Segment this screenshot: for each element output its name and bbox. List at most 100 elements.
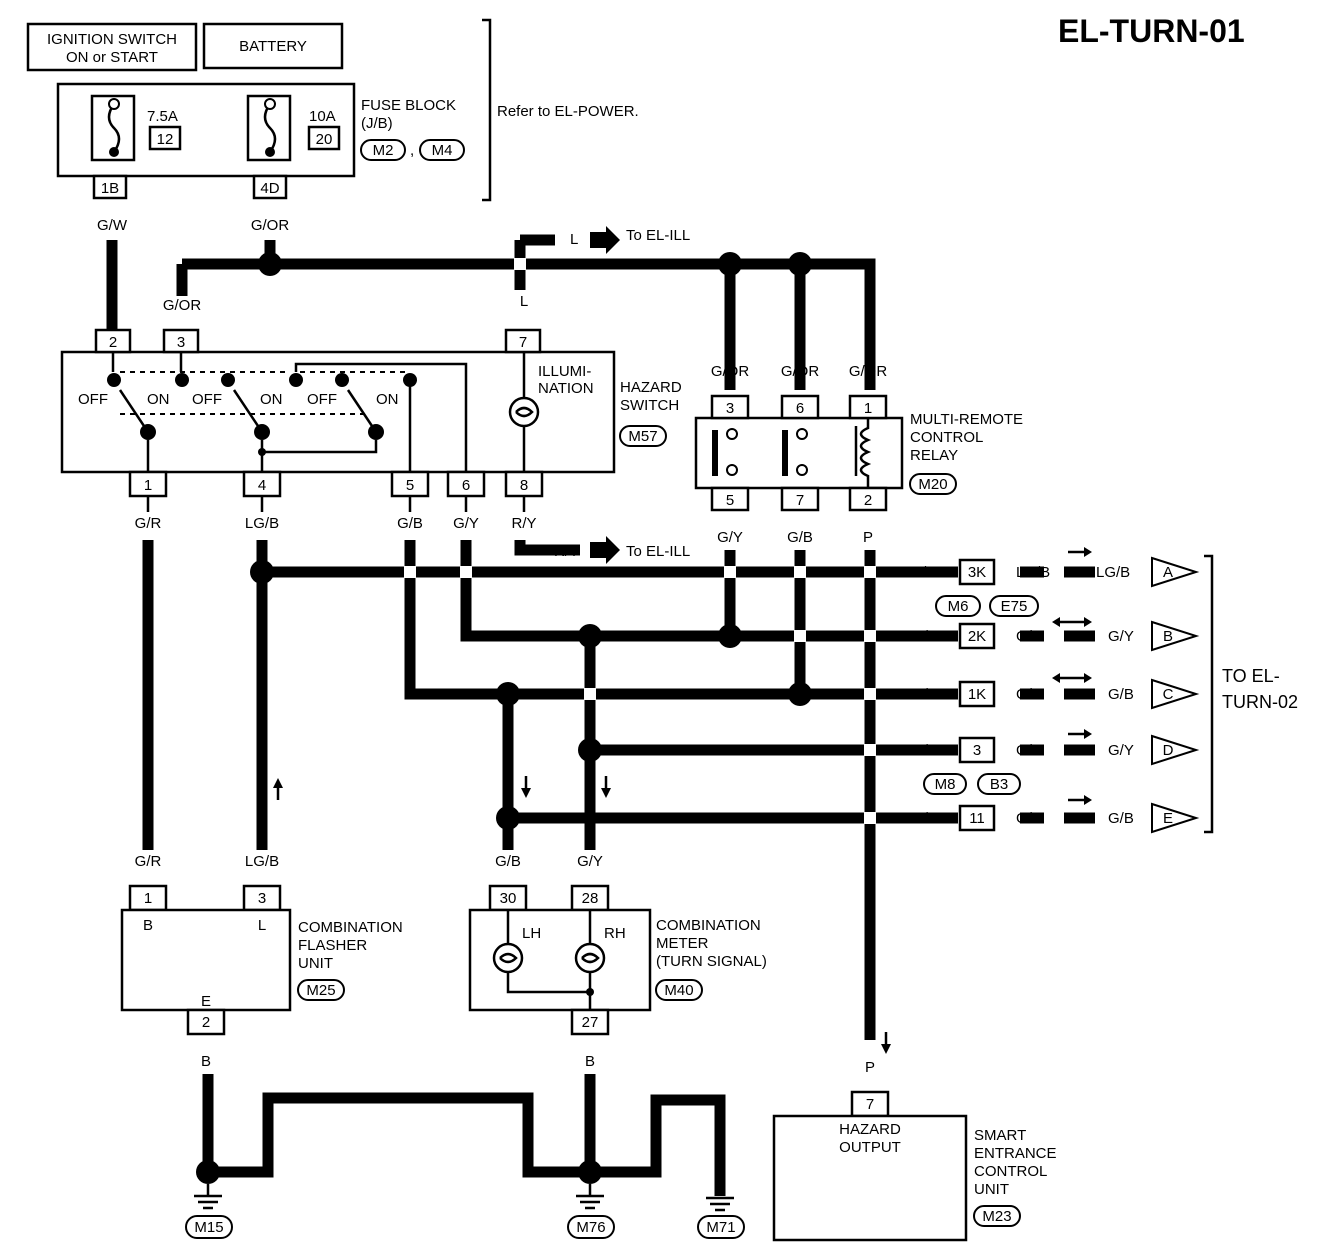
battery-label: BATTERY (239, 38, 307, 55)
hs-pin-2: 2 (109, 334, 117, 351)
wire-label-ry-ref: R/Y (554, 543, 579, 560)
flasher-label-1: COMBINATION (298, 919, 403, 936)
wire-label-p-smart: P (865, 1059, 875, 1076)
multi-remote-relay (694, 416, 904, 490)
fuse-pin-4d: 4D (260, 180, 279, 197)
wire-label-gw: G/W (97, 217, 128, 234)
wire-label-ry-top: R/Y (511, 515, 536, 532)
wire-label-gor-r1: G/OR (849, 363, 888, 380)
refer-text: Refer to EL-POWER. (497, 103, 639, 120)
hs-pin-8: 8 (520, 477, 528, 494)
fuse-block-label-1: FUSE BLOCK (361, 97, 456, 114)
wire-label-b-flasher: B (201, 1053, 211, 1070)
smart-label-4: UNIT (974, 1181, 1009, 1198)
wire-label-gb-relay: G/B (787, 529, 813, 546)
fuse-conn-sep: , (410, 142, 414, 159)
wire-label-b-g5: B (651, 1127, 661, 1144)
flasher-label-3: UNIT (298, 955, 333, 972)
flasher-pin-3: 3 (258, 890, 266, 907)
relay-contacts (712, 418, 872, 488)
wire-label-gor-r6: G/OR (781, 363, 820, 380)
row-e-right: G/B (1016, 810, 1042, 827)
relay-pin-5: 5 (726, 492, 734, 509)
smart-connector: M23 (982, 1208, 1011, 1225)
flasher-pin-2: 2 (202, 1014, 210, 1031)
hs-pin-4: 4 (258, 477, 266, 494)
hs-pin-7: 7 (519, 334, 527, 351)
meter-bulbs (492, 910, 606, 1010)
row-c-right: G/B (1016, 686, 1042, 703)
hazard-contacts (107, 352, 540, 472)
fuse-2-rating: 10A (309, 108, 336, 125)
meter-connector: M40 (664, 982, 693, 999)
row-d-pin: 3 (973, 742, 981, 759)
row-d-right: G/Y (1016, 742, 1042, 759)
wire-label-b-g2: B (263, 1127, 273, 1144)
ground-m71: M71 (706, 1219, 735, 1236)
smart-label-3: CONTROL (974, 1163, 1047, 1180)
output-row-a: LG/B 3K LG/B LG/B A (902, 547, 1200, 588)
wire-label-l-ref: L (570, 231, 578, 248)
wire-label-p-relay: P (863, 529, 873, 546)
flasher-label-2: FLASHER (298, 937, 367, 954)
hs-off-3: OFF (307, 391, 337, 408)
wire-label-b-meter: B (585, 1053, 595, 1070)
flasher-connector: M25 (306, 982, 335, 999)
output-label-2: TURN-02 (1222, 692, 1298, 712)
relay-label-2: CONTROL (910, 429, 983, 446)
hs-pin-5: 5 (406, 477, 414, 494)
wire-label-gb-top: G/B (397, 515, 423, 532)
relay-label-3: RELAY (910, 447, 958, 464)
row-d-left: G/Y (912, 742, 938, 759)
pair2-a: M8 (935, 776, 956, 793)
arrow-to-ill-l (590, 226, 620, 254)
row-e-id: E (1163, 810, 1173, 827)
row-c-left: G/B (912, 686, 938, 703)
hs-off-1: OFF (78, 391, 108, 408)
fuse-pin-1b: 1B (101, 180, 119, 197)
wire-label-b-g1: B (203, 1127, 213, 1144)
wire-label-b-g6: B (715, 1127, 725, 1144)
row-a-id: A (1163, 564, 1173, 581)
ref-ill-ry: To EL-ILL (626, 543, 690, 560)
hs-label-2: SWITCH (620, 397, 679, 414)
relay-pin-3: 3 (726, 400, 734, 417)
flasher-term-e: E (201, 993, 211, 1010)
fuse-block-label-2: (J/B) (361, 115, 393, 132)
ground-m76: M76 (576, 1219, 605, 1236)
row-b-far: G/Y (1108, 628, 1134, 645)
hs-label-1: HAZARD (620, 379, 682, 396)
junction-dots (196, 252, 812, 1184)
hs-off-2: OFF (192, 391, 222, 408)
ground-symbols (194, 1184, 734, 1212)
hs-pin-3: 3 (177, 334, 185, 351)
wire-label-lgb-top: LG/B (245, 515, 279, 532)
combination-flasher-unit (120, 908, 292, 1012)
smart-entrance-control-unit (772, 1114, 968, 1242)
pair2-b: B3 (990, 776, 1008, 793)
battery-box (202, 22, 344, 70)
hs-illum-1: ILLUMI- (538, 363, 591, 380)
row-b-pin: 2K (968, 628, 986, 645)
diagram-title: EL-TURN-01 (1058, 13, 1245, 49)
hs-connector: M57 (628, 428, 657, 445)
output-row-d: G/Y 3 G/Y G/Y D (912, 729, 1200, 766)
ignition-label-1: IGNITION SWITCH (47, 31, 177, 48)
arrow-to-ill-ry (590, 536, 620, 564)
row-d-id: D (1163, 742, 1174, 759)
smart-label-1: SMART (974, 1127, 1026, 1144)
relay-pin-2: 2 (864, 492, 872, 509)
wire-label-gr-top: G/R (135, 515, 162, 532)
relay-pin-1: 1 (864, 400, 872, 417)
meter-label-1: COMBINATION (656, 917, 761, 934)
row-a-right: LG/B (1016, 564, 1050, 581)
hs-on-3: ON (376, 391, 399, 408)
wire-label-gb-bottom: G/B (495, 853, 521, 870)
meter-pin-28: 28 (582, 890, 599, 907)
fuse-2-number: 20 (316, 131, 333, 148)
hs-pin-1: 1 (144, 477, 152, 494)
relay-label-1: MULTI-REMOTE (910, 411, 1023, 428)
connector-pair-1: M6 E75 (935, 595, 1039, 617)
hs-on-2: ON (260, 391, 283, 408)
